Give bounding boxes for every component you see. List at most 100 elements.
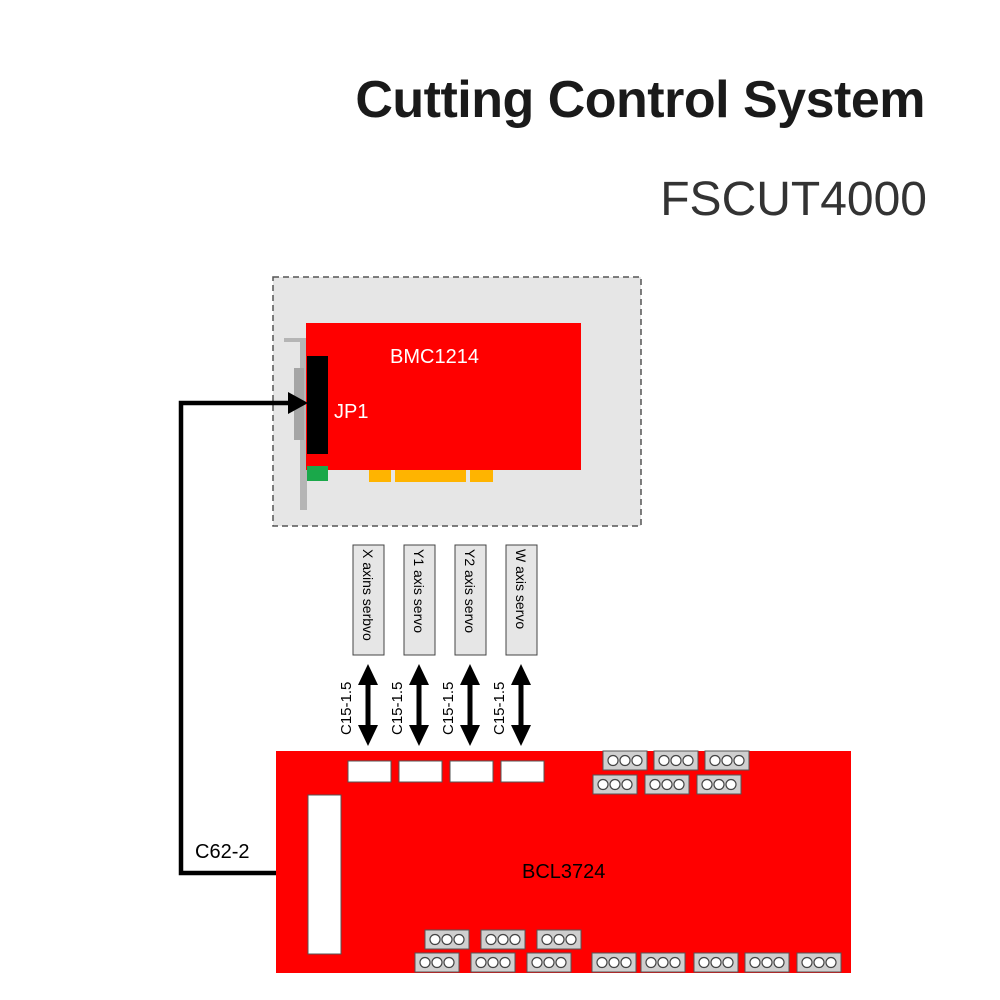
servo-box: [403, 544, 436, 656]
screw-terminal-icon: [475, 956, 487, 969]
screw-terminal-icon: [682, 754, 694, 767]
terminal-block: [424, 929, 470, 950]
screw-terminal-icon: [669, 956, 681, 969]
page-subtitle: FSCUT4000: [660, 173, 927, 226]
screw-terminal-icon: [485, 933, 497, 946]
terminal-block: [526, 952, 572, 973]
terminal-block: [592, 774, 638, 795]
servo-box: [505, 544, 538, 656]
screw-terminal-icon: [531, 956, 543, 969]
screw-terminal-icon: [609, 778, 621, 791]
screw-terminal-icon: [597, 778, 609, 791]
screw-terminal-icon: [657, 956, 669, 969]
terminal-block: [653, 750, 699, 771]
screw-terminal-icon: [620, 956, 632, 969]
terminal-block: [696, 774, 742, 795]
gold-finger: [395, 470, 466, 482]
screw-terminal-icon: [701, 778, 713, 791]
terminal-block: [470, 952, 516, 973]
servo-cable-arrow: C15-1.5: [389, 664, 429, 746]
servo-port[interactable]: [347, 760, 392, 783]
gold-finger: [470, 470, 493, 482]
servo-box: [454, 544, 487, 656]
screw-terminal-icon: [543, 956, 555, 969]
terminal-block: [693, 952, 739, 973]
servo-cable-arrow: C15-1.5: [440, 664, 480, 746]
terminal-block: [704, 750, 750, 771]
screw-terminal-icon: [749, 956, 761, 969]
screw-terminal-icon: [649, 778, 661, 791]
servo-cable-arrow: C15-1.5: [491, 664, 531, 746]
screw-terminal-icon: [553, 933, 565, 946]
screw-terminal-icon: [722, 956, 734, 969]
screw-terminal-icon: [813, 956, 825, 969]
terminal-block: [744, 952, 790, 973]
screw-terminal-icon: [619, 754, 631, 767]
screw-terminal-icon: [443, 956, 455, 969]
main-board-label: BCL3724: [522, 861, 605, 883]
screw-terminal-icon: [541, 933, 553, 946]
screw-terminal-icon: [721, 754, 733, 767]
screw-terminal-icon: [631, 754, 643, 767]
screw-terminal-icon: [497, 933, 509, 946]
screw-terminal-icon: [453, 933, 465, 946]
screw-terminal-icon: [431, 956, 443, 969]
pc-card-label: BMC1214: [390, 346, 479, 368]
terminal-block: [796, 952, 842, 973]
screw-terminal-icon: [555, 956, 567, 969]
servo-ports: [347, 760, 545, 783]
green-led: [307, 466, 328, 481]
screw-terminal-icon: [725, 778, 737, 791]
gold-finger: [369, 470, 391, 482]
screw-terminal-icon: [607, 754, 619, 767]
screw-terminal-icon: [710, 956, 722, 969]
servo-port[interactable]: [500, 760, 545, 783]
page-title: Cutting Control System: [355, 71, 925, 129]
servo-cable-label: C15-1.5: [389, 682, 406, 735]
screw-terminal-icon: [429, 933, 441, 946]
screw-terminal-icon: [733, 754, 745, 767]
screw-terminal-icon: [419, 956, 431, 969]
screw-terminal-icon: [596, 956, 608, 969]
terminal-block: [414, 952, 460, 973]
main-cable-label: C62-2: [195, 841, 249, 863]
terminal-block: [644, 774, 690, 795]
servo-cable-label: C15-1.5: [491, 682, 508, 735]
servo-label: W axis servo: [513, 549, 529, 629]
servo-cable-label: C15-1.5: [440, 682, 457, 735]
terminal-blocks: [414, 750, 842, 973]
jp1-label: JP1: [334, 401, 368, 423]
screw-terminal-icon: [773, 956, 785, 969]
servo-label: Y2 axis servo: [462, 549, 478, 633]
screw-terminal-icon: [713, 778, 725, 791]
screw-terminal-icon: [761, 956, 773, 969]
main-board-connector[interactable]: [307, 794, 342, 955]
pc-card-board: [306, 323, 581, 470]
servo-cable-label: C15-1.5: [338, 682, 355, 735]
screw-terminal-icon: [565, 933, 577, 946]
jp1-connector[interactable]: [307, 356, 328, 454]
screw-terminal-icon: [608, 956, 620, 969]
servo-cable-arrow: C15-1.5: [338, 664, 378, 746]
servo-port[interactable]: [398, 760, 443, 783]
screw-terminal-icon: [709, 754, 721, 767]
screw-terminal-icon: [661, 778, 673, 791]
terminal-block: [591, 952, 637, 973]
servo-box: [352, 544, 385, 656]
screw-terminal-icon: [673, 778, 685, 791]
servo-label: Y1 axis servo: [411, 549, 427, 633]
terminal-block: [602, 750, 648, 771]
screw-terminal-icon: [698, 956, 710, 969]
arrow-head-icon: [288, 392, 308, 414]
screw-terminal-icon: [509, 933, 521, 946]
screw-terminal-icon: [499, 956, 511, 969]
screw-terminal-icon: [670, 754, 682, 767]
terminal-block: [536, 929, 582, 950]
terminal-block: [480, 929, 526, 950]
servo-port[interactable]: [449, 760, 494, 783]
screw-terminal-icon: [825, 956, 837, 969]
screw-terminal-icon: [645, 956, 657, 969]
servo-label: X axins serbvo: [360, 549, 376, 641]
screw-terminal-icon: [487, 956, 499, 969]
